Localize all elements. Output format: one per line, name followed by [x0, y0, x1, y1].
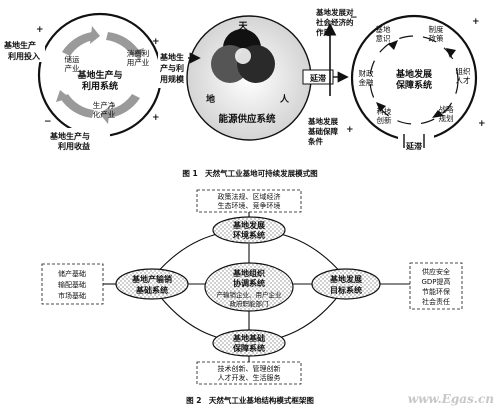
environment-system-node [212, 216, 286, 244]
item-talent-1: 组织 [456, 66, 471, 76]
left-bottom-label-1: 基地生产与 [49, 131, 90, 141]
item-policy-1: 制度 [429, 24, 444, 34]
bottom-node-2: 保障系统 [232, 343, 265, 353]
consume-label-1: 消费利 [127, 48, 150, 58]
sign-plus: + [152, 37, 160, 47]
right-center-line1: 基地发展 [395, 68, 432, 80]
right-center-line2: 保障系统 [395, 79, 432, 91]
sign-plus: + [472, 17, 480, 27]
item-tech-2: 创新 [377, 115, 392, 125]
item-finance-2: 金融 [359, 77, 374, 87]
center-node-2: 协调系统 [233, 278, 265, 288]
left-note-2: 输配基础 [58, 280, 86, 289]
purify-label-1: 生产净 [93, 100, 116, 110]
bottom-arrow-text-1: 基地发展 [307, 116, 338, 126]
sign-minus: − [44, 117, 52, 127]
watermark: www.Egas.cn [407, 392, 494, 406]
figure-1: 基地生产与 利用系统 储运 产业 消费利 用产业 生产净 化产业 基地生产 利用… [1, 7, 486, 178]
connectors: 延滞 基地发展对 社会经济的 作用 基地发展 基础保障 条件 [188, 7, 354, 146]
earth-label: 地 [206, 93, 215, 105]
left-scale-label-2: 产与利 [160, 63, 184, 73]
bottom-arrow-text-3: 条件 [307, 136, 323, 146]
purify-label-2: 化产业 [93, 109, 116, 119]
item-finance-1: 财政 [359, 68, 374, 78]
left-top-label-1: 基地生产 [3, 40, 36, 50]
top-note-2: 生态环境、竞争环境 [218, 201, 281, 210]
item-strategy-2: 规划 [439, 113, 454, 123]
item-strategy-1: 战略 [439, 104, 454, 114]
item-awareness-1: 基地 [376, 24, 391, 34]
sign-plus: + [478, 119, 486, 129]
right-node-1: 基地发展 [329, 274, 362, 284]
right-node-2: 目标系统 [330, 285, 362, 295]
left-center-line2: 利用系统 [81, 80, 118, 92]
left-bottom-label-2: 利用收益 [57, 141, 90, 151]
sign-minus: − [350, 13, 358, 23]
consume-label-2: 用产业 [127, 57, 150, 67]
coordination-system-node [204, 262, 294, 312]
right-note-3: 节能环保 [422, 287, 450, 296]
top-arrow-text-1: 基地发展对 [315, 7, 354, 17]
inner-arrow-4 [60, 94, 94, 118]
figure-2-caption: 图 2 天然气工业基地结构模式框架图 [186, 395, 314, 405]
left-center-line1: 基地生产与 [76, 69, 122, 81]
inner-arrow-2 [106, 32, 140, 56]
right-note-4: 社会责任 [422, 297, 450, 306]
sky-label: 天 [238, 21, 248, 32]
target-system-node [311, 268, 381, 300]
item-awareness-2: 意识 [376, 33, 391, 43]
right-note-2: GDP提高 [421, 277, 450, 286]
figure-1-caption: 图 1 天然气工业基地可持续发展模式图 [182, 168, 318, 178]
left-top-label-2: 利用投入 [7, 51, 40, 61]
left-node-2: 基础系统 [135, 285, 168, 295]
storage-label-1: 储运 [65, 54, 80, 64]
sign-plus: + [152, 113, 160, 123]
delay-label-2: 延滞 [405, 141, 422, 151]
center-sub-2: 政府职能部门 [230, 299, 269, 308]
top-note-1: 政策法规、区域经济 [218, 192, 281, 201]
storage-label-2: 产业 [65, 63, 80, 73]
left-node-1: 基地产输销 [131, 274, 172, 284]
item-policy-2: 政策 [429, 33, 444, 43]
top-node-2: 环境系统 [233, 230, 265, 240]
production-loop: 基地生产与 利用系统 储运 产业 消费利 用产业 生产净 化产业 基地生产 利用… [1, 12, 194, 151]
center-sub-1: 产输销企业、用户企业 [217, 290, 283, 299]
delay-label-1: 延滞 [309, 73, 326, 83]
center-node-1: 基地组织 [232, 268, 265, 278]
bottom-node-1: 基地基础 [232, 333, 265, 343]
guarantee-loop: 延滞 基地发展 保障系统 基地 意识 制度 政策 组织 人才 战略 规划 科技 … [346, 13, 486, 152]
support-system-node [212, 329, 286, 357]
top-node-1: 基地发展 [232, 220, 265, 230]
right-note-1: 供应安全 [422, 267, 450, 276]
bottom-arrow-text-2: 基础保障 [307, 126, 338, 136]
energy-supply-system: 天 地 人 能源供应系统 [186, 15, 312, 141]
top-arrow-text-2: 社会经济的 [315, 17, 354, 27]
left-note-1: 储产基础 [58, 269, 86, 278]
bottom-note-1: 技术创新、管理创新 [218, 364, 281, 373]
right-note-box [409, 262, 463, 310]
left-note-box [41, 263, 104, 305]
bottom-note-2: 人才开发、生活服务 [218, 373, 281, 382]
sign-plus: + [346, 125, 354, 135]
energy-title: 能源供应系统 [218, 113, 276, 125]
sign-plus: + [36, 25, 44, 35]
bottom-note-box [196, 361, 302, 385]
figure-2: 政策法规、区域经济 生态环境、竞争环境 基地发展 环境系统 储产基础 输配基础 … [41, 189, 463, 405]
inner-arrow-1 [62, 32, 94, 56]
top-note-box [196, 189, 302, 213]
left-scale-label-1: 基地生 [159, 52, 184, 62]
top-arrow-text-3: 作用 [316, 27, 331, 37]
left-scale-label-3: 用规模 [159, 74, 185, 84]
human-label: 人 [279, 93, 290, 105]
item-talent-2: 人才 [456, 75, 471, 85]
production-base-node [115, 268, 189, 300]
item-tech-1: 科技 [377, 106, 392, 116]
inner-arrow-3 [106, 94, 140, 118]
left-note-3: 市场基础 [58, 291, 86, 300]
